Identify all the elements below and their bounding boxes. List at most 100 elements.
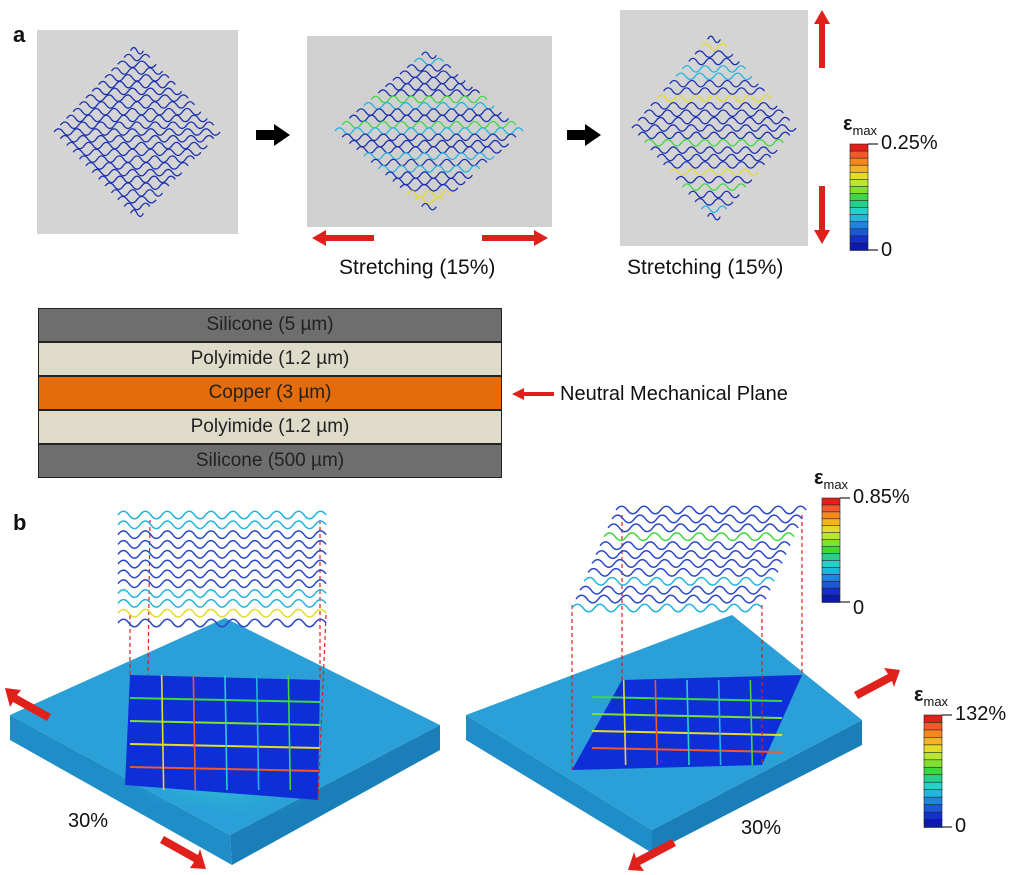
colorbar-b-bottom xyxy=(923,714,952,828)
serpentine-wire xyxy=(575,594,767,604)
strain-label-left: 30% xyxy=(68,810,109,832)
serpentine-wire xyxy=(611,514,803,524)
serpentine-wire xyxy=(681,183,747,191)
serpentine-wire xyxy=(663,87,765,95)
serpentine-wire xyxy=(637,131,791,140)
strain-hotspot xyxy=(654,679,659,766)
serpentine-wire xyxy=(110,67,164,75)
stretch-arrow-left-down xyxy=(160,836,206,869)
stretch-arrow-right-up xyxy=(854,668,900,699)
serpentine-wire xyxy=(644,138,784,147)
strain-hotspot xyxy=(287,674,292,791)
serpentine-wire xyxy=(117,549,327,559)
stretch-caption-1: Stretching (15%) xyxy=(339,256,496,279)
substrate-3d-left xyxy=(10,510,440,865)
serpentine-wire xyxy=(370,95,488,104)
layer-polyimide-top: Polyimide (1.2 µm) xyxy=(38,342,502,376)
colorbar-b-top xyxy=(821,497,850,603)
stretch-arrow-left-up xyxy=(5,688,51,721)
panel-b-label: b xyxy=(13,510,27,535)
serpentine-wire xyxy=(650,102,778,110)
strain-hotspot xyxy=(160,674,165,791)
colorbar-b-top-min: 0 xyxy=(853,597,865,619)
serpentine-wire xyxy=(117,559,327,569)
serpentine-wire xyxy=(117,195,157,204)
colorbar-b-bottom-title: εmax xyxy=(914,684,949,709)
serpentine-wire xyxy=(130,46,144,55)
serpentine-wire xyxy=(66,114,208,123)
serpentine-wire xyxy=(656,153,772,162)
serpentine-wire xyxy=(707,35,721,44)
strain-hotspot xyxy=(129,720,321,726)
substrate-3d-right xyxy=(466,505,862,853)
serpentine-wire xyxy=(117,598,327,608)
serpentine-wire xyxy=(579,585,771,595)
colorbar-b-bottom-min: 0 xyxy=(955,815,967,837)
serpentine-wire xyxy=(370,158,488,167)
serpentine-wire xyxy=(117,530,327,540)
stretch-arrow-right-down xyxy=(628,839,676,871)
colorbar-a-min: 0 xyxy=(881,239,893,261)
strain-hotspot xyxy=(192,674,197,791)
serpentine-wire xyxy=(79,101,195,109)
strain-hotspot xyxy=(129,766,321,772)
neutral-plane-label: Neutral Mechanical Plane xyxy=(560,383,788,405)
strain-hotspot xyxy=(255,674,260,791)
serpentine-wire xyxy=(110,189,164,197)
serpentine-wire xyxy=(117,569,327,579)
strain-hotspot xyxy=(129,743,321,749)
serpentine-wire xyxy=(348,114,510,123)
serpentine-wire xyxy=(587,567,779,577)
strain-hotspot xyxy=(591,713,783,719)
serpentine-mesh-unstretched xyxy=(37,30,238,234)
serpentine-wire xyxy=(66,141,208,150)
layer-silicone-top: Silicone (5 µm) xyxy=(38,308,502,342)
serpentine-wire xyxy=(637,116,791,125)
serpentine-wire xyxy=(681,65,747,73)
serpentine-wire xyxy=(117,520,327,530)
serpentine-wire xyxy=(694,198,734,206)
horizontal-stretch-arrows xyxy=(312,230,548,246)
strain-hotspot xyxy=(591,730,783,736)
serpentine-wire xyxy=(363,101,495,110)
serpentine-wire xyxy=(688,190,740,199)
colorbar-b-top-title: εmax xyxy=(814,467,849,492)
serpentine-wire xyxy=(356,146,502,154)
serpentine-wire xyxy=(72,107,202,116)
serpentine-wire xyxy=(414,196,444,205)
serpentine-wire xyxy=(675,72,753,81)
serpentine-wire xyxy=(406,190,452,198)
serpentine-wire xyxy=(571,603,763,613)
serpentine-wire xyxy=(104,182,170,190)
serpentine-wire xyxy=(607,523,799,533)
serpentine-wire xyxy=(117,539,327,549)
strain-hotspot xyxy=(717,679,722,766)
neutral-plane-arrow xyxy=(512,388,554,400)
strain-label-right: 30% xyxy=(741,817,782,839)
serpentine-wire xyxy=(98,80,176,89)
serpentine-wire xyxy=(79,155,195,163)
serpentine-wire xyxy=(669,168,759,177)
vertical-stretch-arrows xyxy=(814,10,830,244)
serpentine-wire xyxy=(595,550,787,560)
serpentine-wire xyxy=(377,165,481,173)
panel-a-label: a xyxy=(13,22,26,47)
serpentine-wire xyxy=(599,541,791,551)
serpentine-wire xyxy=(117,579,327,589)
serpentine-wire xyxy=(130,209,144,218)
serpentine-wire xyxy=(59,134,215,143)
stretch-caption-2: Stretching (15%) xyxy=(627,256,784,279)
colorbar-a-max: 0.25% xyxy=(881,132,938,154)
serpentine-wire xyxy=(656,94,772,103)
serpentine-wire xyxy=(650,146,778,154)
serpentine-mesh-vertical-stretch xyxy=(620,10,808,246)
colorbar-a-title: εmax xyxy=(843,113,878,138)
serpentine-wire xyxy=(123,53,151,62)
serpentine-wire xyxy=(669,79,759,88)
layer-polyimide-bottom: Polyimide (1.2 µm) xyxy=(38,410,502,444)
layer-silicone-bottom: Silicone (500 µm) xyxy=(38,444,502,478)
strain-hotspot xyxy=(686,679,690,766)
serpentine-mesh-horizontal-stretch xyxy=(307,36,552,227)
serpentine-wire xyxy=(663,161,765,169)
serpentine-wire xyxy=(91,87,183,96)
